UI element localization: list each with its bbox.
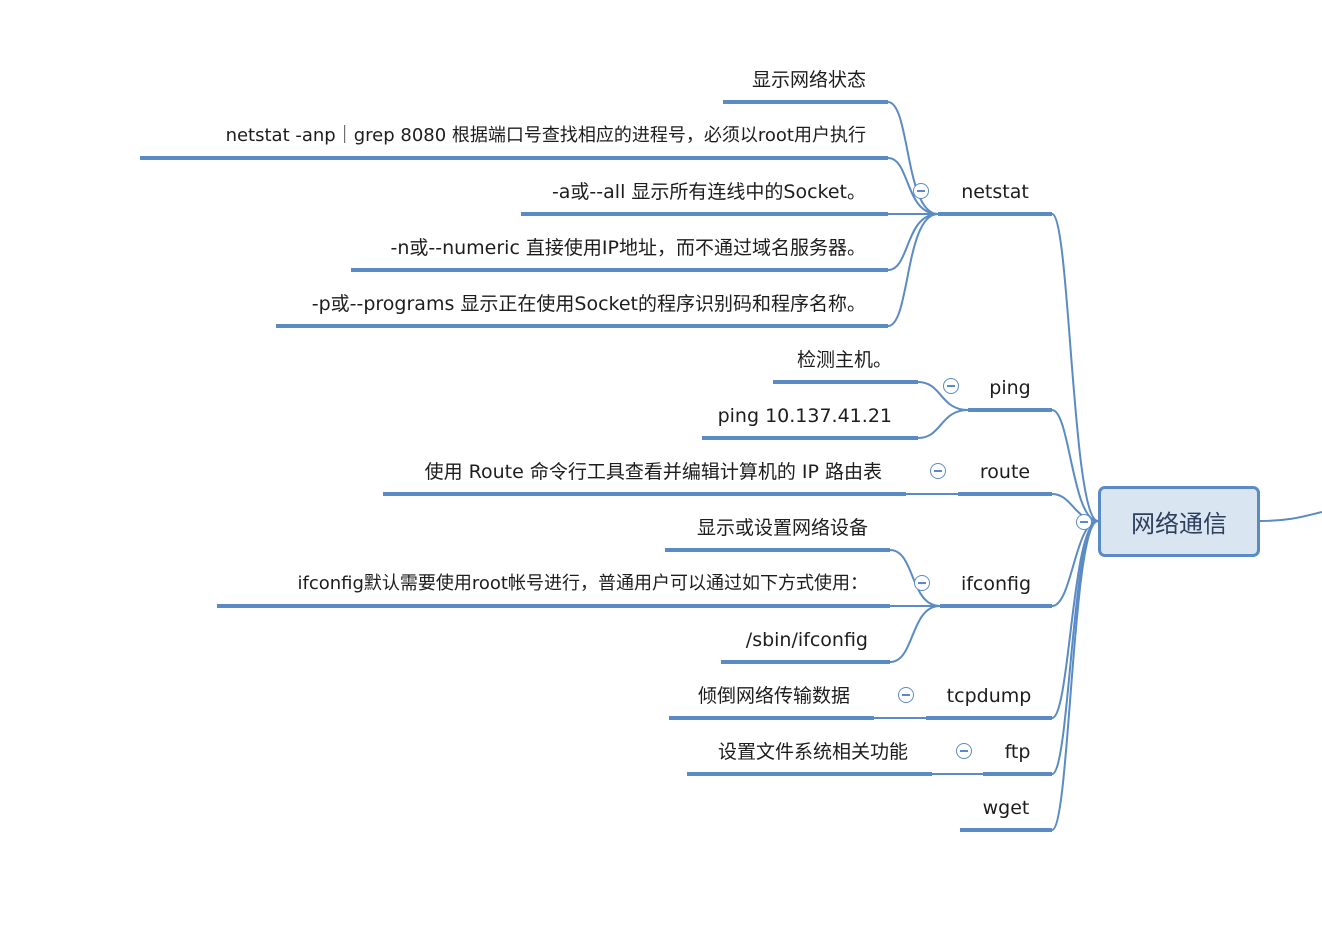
connector-ping-c2 <box>917 409 969 439</box>
root-topic[interactable]: 网络通信 <box>1098 486 1260 557</box>
connector-netstat-c5 <box>887 213 939 327</box>
branch-ping[interactable]: ping <box>989 377 1031 399</box>
ifconfig-leaf-3[interactable]: /sbin/ifconfig <box>745 629 868 651</box>
ifconfig-collapse-icon[interactable] <box>914 575 930 591</box>
branch-ftp[interactable]: ftp <box>1004 741 1031 763</box>
tcpdump-leaf-1[interactable]: 倾倒网络传输数据 <box>697 685 850 707</box>
route-leaf-1[interactable]: 使用 Route 命令行工具查看并编辑计算机的 IP 路由表 <box>424 461 882 483</box>
branch-wget[interactable]: wget <box>982 797 1030 819</box>
branch-tcpdump[interactable]: tcpdump <box>946 685 1032 707</box>
ifconfig-leaf-1[interactable]: 显示或设置网络设备 <box>696 517 868 539</box>
root-topic-label: 网络通信 <box>1131 510 1227 538</box>
tcpdump-collapse-icon[interactable] <box>898 687 914 703</box>
branch-netstat[interactable]: netstat <box>961 181 1029 203</box>
connector-root-wget <box>1051 520 1099 831</box>
branch-route[interactable]: route <box>979 461 1031 483</box>
netstat-leaf-2[interactable]: netstat -anp｜grep 8080 根据端口号查找相应的进程号，必须以… <box>225 125 866 146</box>
connector-netstat-c1 <box>887 101 939 215</box>
connector-ping-c1 <box>917 381 969 411</box>
connector-ifconfig-c1 <box>889 549 941 607</box>
connector-ifconfig-c3 <box>889 605 941 663</box>
connector-root-tcpdump <box>1051 520 1099 719</box>
route-collapse-icon[interactable] <box>930 463 946 479</box>
ping-leaf-2[interactable]: ping 10.137.41.21 <box>717 405 892 427</box>
ping-leaf-1[interactable]: 检测主机。 <box>796 349 892 371</box>
connector-root-netstat <box>1051 213 1099 522</box>
ftp-collapse-icon[interactable] <box>956 743 972 759</box>
netstat-leaf-4[interactable]: -n或--numeric 直接使用IP地址，而不通过域名服务器。 <box>390 237 866 259</box>
ifconfig-leaf-2[interactable]: ifconfig默认需要使用root帐号进行，普通用户可以通过如下方式使用： <box>297 573 868 594</box>
netstat-leaf-3[interactable]: -a或--all 显示所有连线中的Socket。 <box>551 181 866 203</box>
ping-collapse-icon[interactable] <box>943 378 959 394</box>
netstat-leaf-5[interactable]: -p或--programs 显示正在使用Socket的程序识别码和程序名称。 <box>311 293 866 315</box>
connector-netstat-c4 <box>887 213 939 271</box>
netstat-collapse-icon[interactable] <box>913 183 929 199</box>
connector-netstat-c2 <box>887 157 939 215</box>
connector-root-route <box>1051 493 1099 522</box>
connector-root-ping <box>1051 409 1099 522</box>
root-collapse-icon[interactable] <box>1076 514 1092 530</box>
netstat-leaf-1[interactable]: 显示网络状态 <box>751 69 866 91</box>
ftp-leaf-1[interactable]: 设置文件系统相关功能 <box>717 741 908 763</box>
connector-root-right <box>1259 511 1322 522</box>
branch-ifconfig[interactable]: ifconfig <box>960 573 1032 595</box>
